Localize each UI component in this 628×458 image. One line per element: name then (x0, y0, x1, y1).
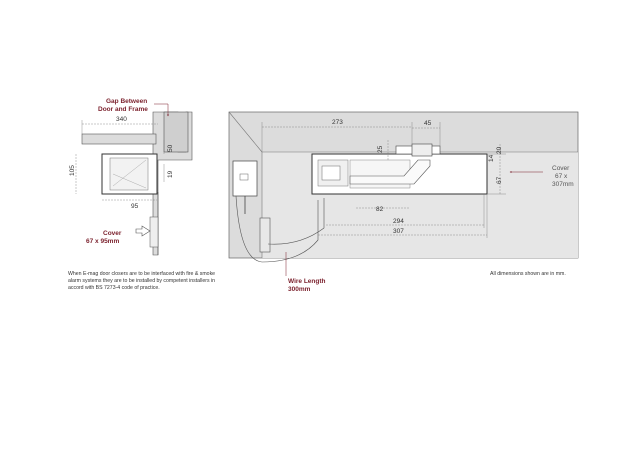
cover-marker-side (149, 216, 159, 248)
wire-length-value: 300mm (288, 286, 311, 293)
closer-arm (349, 159, 431, 185)
arm-bracket (411, 143, 433, 157)
dim-105: 105 (69, 165, 76, 176)
power-box-label (239, 173, 249, 181)
cover-title-side: Cover (103, 230, 122, 237)
wire-length-title: Wire Length (288, 278, 326, 285)
motor-unit (321, 165, 341, 181)
frame-cap (163, 111, 189, 153)
dim-19: 19 (167, 170, 174, 178)
dim-14: 14 (488, 154, 495, 162)
dim-307: 307 (393, 228, 404, 235)
gap-label-line1: Gap Between (106, 98, 147, 105)
side-view: Gap Between Door and Frame 340 105 50 19… (69, 98, 193, 256)
top-view: 273 45 25 20 14 67 82 294 307 Cover 67 x… (228, 111, 579, 293)
dim-25: 25 (377, 145, 384, 153)
cover-size-top-line1: 67 x (555, 173, 568, 180)
cover-title-top: Cover (552, 165, 570, 172)
door-leaf (81, 133, 157, 145)
dim-82: 82 (376, 206, 384, 213)
dimensions-note: All dimensions shown are in mm. (490, 271, 566, 277)
dim-294: 294 (393, 218, 404, 225)
dim-95: 95 (131, 203, 139, 210)
dim-67: 67 (496, 176, 503, 184)
gap-label-line2: Door and Frame (98, 106, 148, 113)
dim-45: 45 (424, 120, 432, 127)
wire-loop (235, 195, 319, 263)
cover-size-top-line2: 307mm (552, 181, 574, 188)
dim-340: 340 (116, 116, 127, 123)
cover-arrow (135, 225, 151, 237)
wire-box (259, 217, 271, 253)
installation-note: When E-mag door closers are to be interf… (68, 271, 216, 291)
dim-273: 273 (332, 119, 343, 126)
cover-size-side: 67 x 95mm (86, 238, 119, 245)
dim-50: 50 (167, 144, 174, 152)
dim-20: 20 (496, 146, 503, 154)
